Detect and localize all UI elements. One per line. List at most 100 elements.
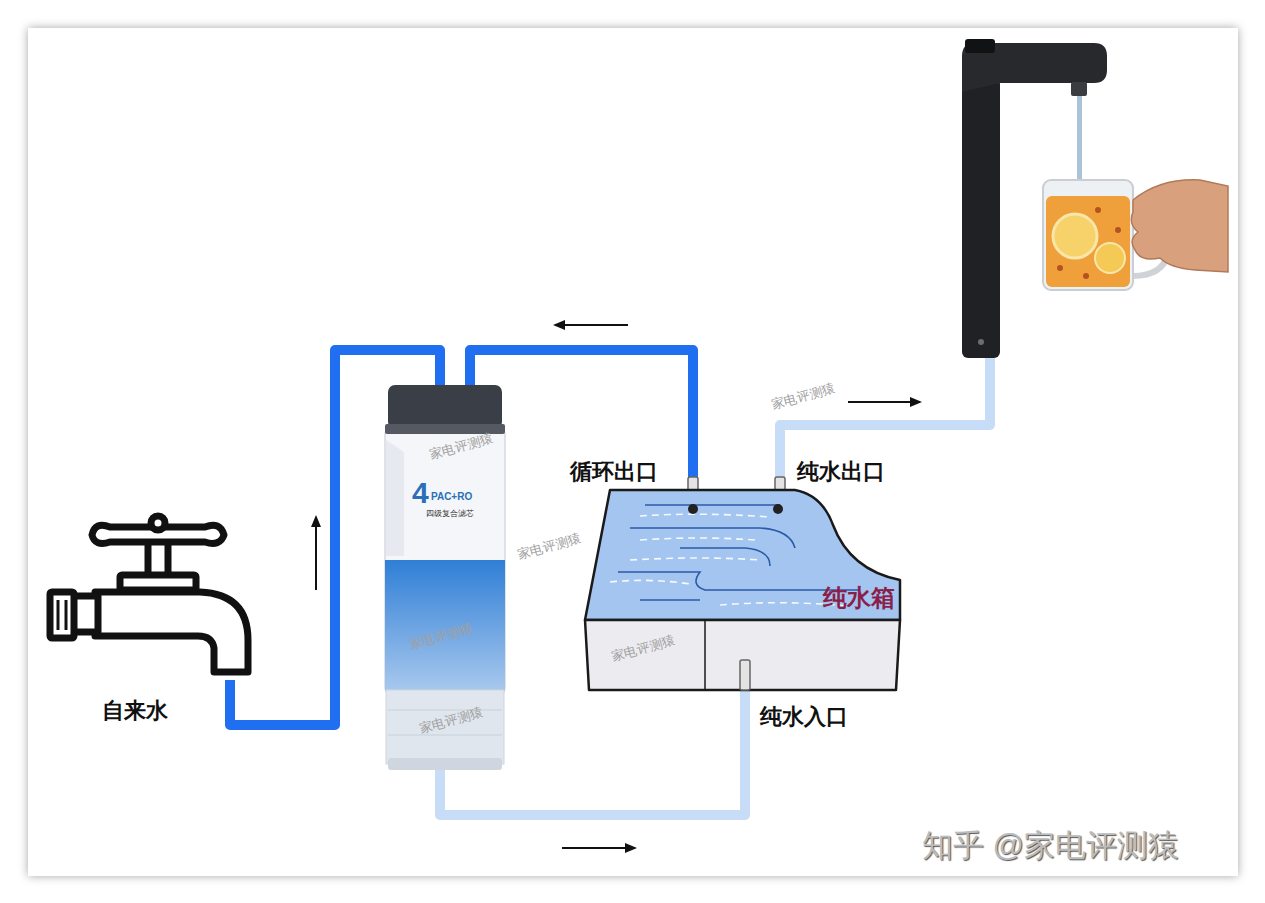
- faucet-drawing-part-part: [148, 540, 168, 576]
- text-holder: 家电评测猿: [410, 638, 475, 653]
- tea-cup-part: [1043, 180, 1133, 290]
- faucet-drawing-part: [57, 600, 60, 630]
- hand-part: [1131, 180, 1228, 272]
- water-pipe: [470, 350, 693, 490]
- hand: [1131, 180, 1228, 272]
- water-pipe: [230, 350, 440, 725]
- flow-arrows-part: [315, 517, 317, 590]
- pure-water-pipe: [780, 356, 990, 490]
- dispenser-faucet-part: [978, 339, 984, 345]
- tank-drawing-part: [704, 620, 706, 690]
- tank-drawing-part: [688, 504, 698, 514]
- text-holder: 四级复合滤芯: [426, 509, 474, 518]
- watermark: 家电评测猿: [610, 633, 677, 664]
- filter-drawing-part: [386, 690, 504, 764]
- faucet-drawing-part-part: [151, 516, 165, 530]
- stage-number: 4: [412, 476, 429, 511]
- tank-drawing-part-part: [640, 599, 700, 601]
- text-holder: 纯水箱: [823, 584, 895, 612]
- faucet-drawing-part: [65, 600, 68, 630]
- filter-cartridge: 4PAC+RO 四级复合滤芯: [385, 385, 505, 770]
- flow-arrows-part: [555, 324, 628, 326]
- tank-drawing: [585, 490, 900, 690]
- text-holder: 纯水入口: [760, 704, 848, 729]
- faucet-drawing-part-part: [95, 592, 248, 672]
- dispenser-faucet-part: [962, 78, 1000, 358]
- tank-drawing-part-part: [630, 558, 760, 560]
- flow-arrows: [316, 325, 920, 848]
- dispenser-faucet-part: [1071, 82, 1087, 96]
- tank-drawing-part: [740, 660, 750, 690]
- tank-drawing-part-part: [640, 538, 755, 540]
- tea-cup-part: [1057, 265, 1063, 271]
- tank-drawing-part: [585, 620, 900, 690]
- tank-drawing-part-part: [618, 572, 860, 590]
- tank-drawing-part: [585, 490, 900, 620]
- dispenser-faucet-part: [965, 39, 995, 53]
- port-label: 纯水入口: [760, 704, 848, 729]
- filter-drawing-part: [386, 440, 404, 556]
- tea-cup-part: [1095, 207, 1101, 213]
- text-holder: 知乎 @家电评测猿: [922, 828, 1179, 864]
- tank-drawing-part: [610, 514, 850, 606]
- tank-drawing-part: [618, 505, 860, 600]
- filter-drawing-part: [388, 735, 502, 736]
- text-holder: 家电评测猿: [518, 548, 583, 563]
- faucet-label: 自来水: [102, 698, 168, 723]
- tea-cup-part: [1053, 214, 1097, 258]
- tank-drawing-part-part: [720, 603, 850, 606]
- tea-cup-part: [1083, 273, 1089, 279]
- faucet-drawing-part-part: [92, 525, 224, 543]
- text-holder: 家电评测猿: [772, 398, 837, 413]
- tank-drawing-part: [773, 504, 783, 514]
- pure-water-tank: 纯水箱: [585, 490, 900, 690]
- text-holder: 家电评测猿: [420, 722, 485, 737]
- watermark: 家电评测猿: [770, 381, 837, 412]
- faucet-drawing-part-part: [72, 596, 98, 632]
- filter-drawing-part: [385, 424, 505, 434]
- text-holder: 4: [412, 476, 429, 511]
- tank-drawing-part: [688, 477, 698, 492]
- text-holder: 家电评测猿: [430, 448, 495, 463]
- tank-drawing-part: [775, 477, 785, 492]
- watermark: 家电评测猿: [428, 431, 495, 462]
- filter-drawing-part: [388, 710, 502, 711]
- tank-drawing-part-part: [610, 580, 690, 584]
- filter-model: PAC+RO: [431, 491, 472, 503]
- filter-drawing-part: [388, 758, 502, 770]
- text-holder: 循环出口: [570, 459, 658, 484]
- flow-arrows-part: [562, 847, 635, 849]
- faucet-drawing-part-part: [50, 592, 74, 638]
- filter-name: 四级复合滤芯: [426, 509, 474, 518]
- port-label: 循环出口: [570, 459, 658, 484]
- faucet-drawing: [45, 515, 260, 680]
- text-holder: PAC+RO: [431, 491, 472, 503]
- port-label: 纯水出口: [797, 459, 885, 484]
- flow-arrows-part: [848, 401, 920, 403]
- watermark: 家电评测猿: [516, 531, 583, 562]
- filter-drawing: [385, 385, 505, 770]
- text-holder: 纯水出口: [797, 459, 885, 484]
- filter-drawing-part: [385, 560, 505, 692]
- tap-water-faucet: 自来水: [45, 515, 260, 680]
- faucet-drawing-part: [50, 516, 248, 672]
- tank-drawing-part-part: [640, 514, 770, 517]
- water-pipe: [440, 690, 745, 815]
- site-watermark: 知乎 @家电评测猿: [922, 828, 1179, 864]
- tank-drawing-part-part: [680, 548, 770, 566]
- filter-drawing-part: [388, 385, 502, 429]
- faucet-drawing-part-part: [120, 575, 196, 590]
- tank-drawing-part-part: [630, 528, 795, 548]
- watermark: 家电评测猿: [418, 705, 485, 736]
- text-holder: 家电评测猿: [612, 650, 677, 665]
- picture-frame: [28, 28, 1238, 876]
- tank-label: 纯水箱: [823, 584, 895, 612]
- tank-drawing-part-part: [645, 504, 780, 506]
- watermark: 家电评测猿: [408, 621, 475, 652]
- tea-cup-part: [1046, 196, 1130, 287]
